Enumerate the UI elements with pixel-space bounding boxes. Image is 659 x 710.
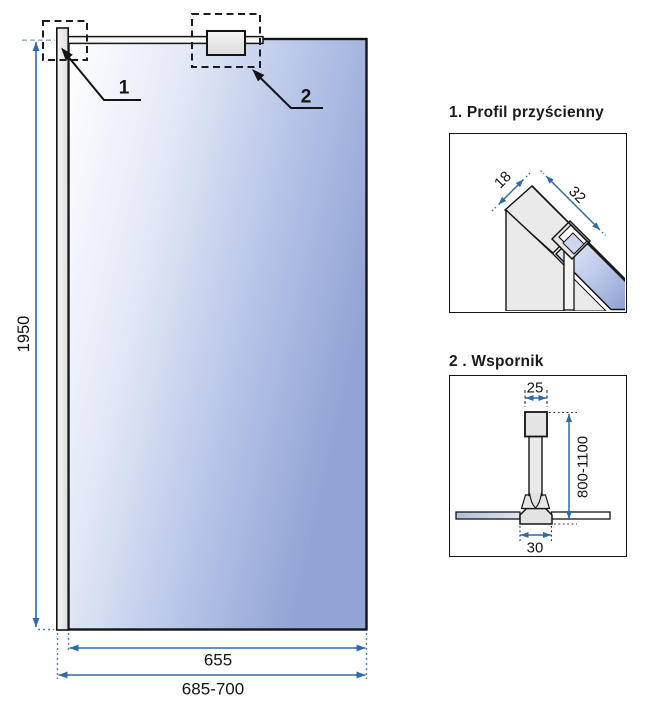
- detail-1-title: 1. Profil przyścienny: [449, 104, 604, 121]
- dim32-tick-a: [540, 170, 545, 175]
- detail-1-box: [449, 133, 627, 313]
- wall-profile: [55, 27, 69, 631]
- bracket-base-width-dimension-label: 30: [526, 539, 544, 557]
- height-dimension-label: 1950: [14, 315, 33, 353]
- bracket-shaft-tip: [528, 492, 543, 509]
- bracket-top-width-dimension-label: 25: [526, 379, 544, 397]
- glass-rail-right: [550, 511, 611, 520]
- dim18-tick-a: [491, 206, 497, 212]
- bracket-clamp-base: [519, 507, 553, 525]
- callout-1-arrowhead: [61, 47, 73, 61]
- glass-edge-in-slot: [562, 232, 585, 255]
- bracket-block: [206, 30, 246, 56]
- callout-2-leader-line: [256, 73, 323, 109]
- callout-box-2: [191, 13, 261, 68]
- detail-2-drawing: [455, 390, 611, 542]
- callout-box-1: [42, 20, 88, 61]
- callout-2-arrowhead: [252, 69, 265, 82]
- detail-2-box: [449, 375, 627, 557]
- callout-1-label: 1: [118, 77, 130, 99]
- glass-rail-left: [455, 511, 521, 520]
- glass-width-dimension-label: 655: [203, 650, 233, 670]
- bracket-length-dimension-label: 800-1100: [574, 435, 592, 499]
- main-view-drawing: [22, 13, 368, 679]
- bracket-shaft: [528, 435, 543, 497]
- total-width-dimension-label: 685-700: [181, 679, 245, 699]
- detail-2-title: 2 . Wspornik: [449, 353, 544, 370]
- detail-1-drawing: [491, 170, 625, 311]
- callout-1-leader-line: [65, 53, 141, 101]
- profile-width-dimension-line: [545, 175, 601, 231]
- dim18-tick-b: [525, 172, 531, 178]
- bracket-top-block: [524, 411, 548, 438]
- glass-panel: [67, 37, 368, 631]
- profile-depth-dimension-line: [497, 178, 525, 206]
- profile-front-face: [505, 208, 565, 311]
- dim32-tick-b: [601, 231, 606, 236]
- callout-2-label: 2: [300, 86, 312, 108]
